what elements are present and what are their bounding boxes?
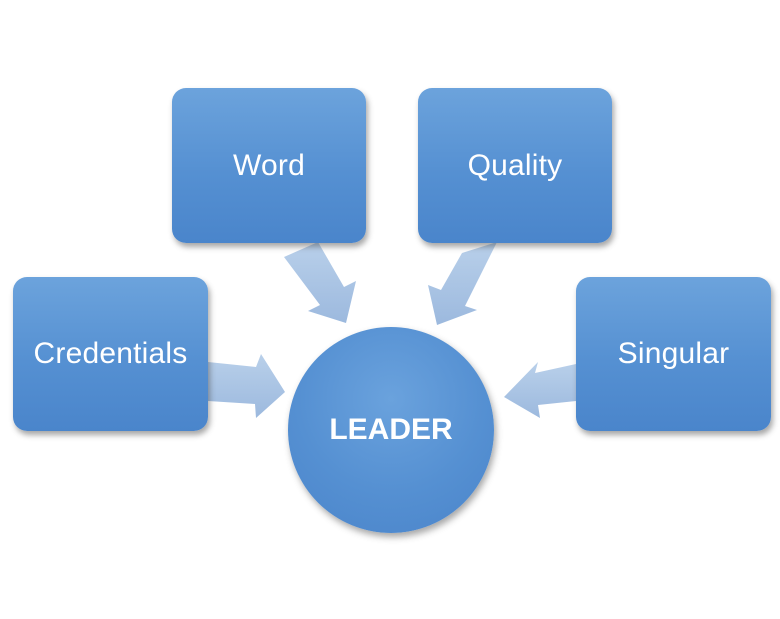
arrow-quality-to-leader xyxy=(428,242,497,325)
arrow-credentials-to-leader xyxy=(208,354,285,418)
node-credentials-label: Credentials xyxy=(33,337,188,370)
node-credentials: Credentials xyxy=(13,277,208,431)
node-quality-label: Quality xyxy=(467,148,563,182)
node-word: Word xyxy=(172,88,366,243)
node-quality: Quality xyxy=(418,88,612,243)
node-word-label: Word xyxy=(233,148,305,182)
arrow-singular-to-leader xyxy=(504,362,576,418)
node-leader: LEADER xyxy=(288,327,494,533)
arrow-word-to-leader xyxy=(284,242,356,323)
node-leader-label: LEADER xyxy=(329,413,453,446)
node-singular-label: Singular xyxy=(617,337,730,370)
node-singular: Singular xyxy=(576,277,771,431)
